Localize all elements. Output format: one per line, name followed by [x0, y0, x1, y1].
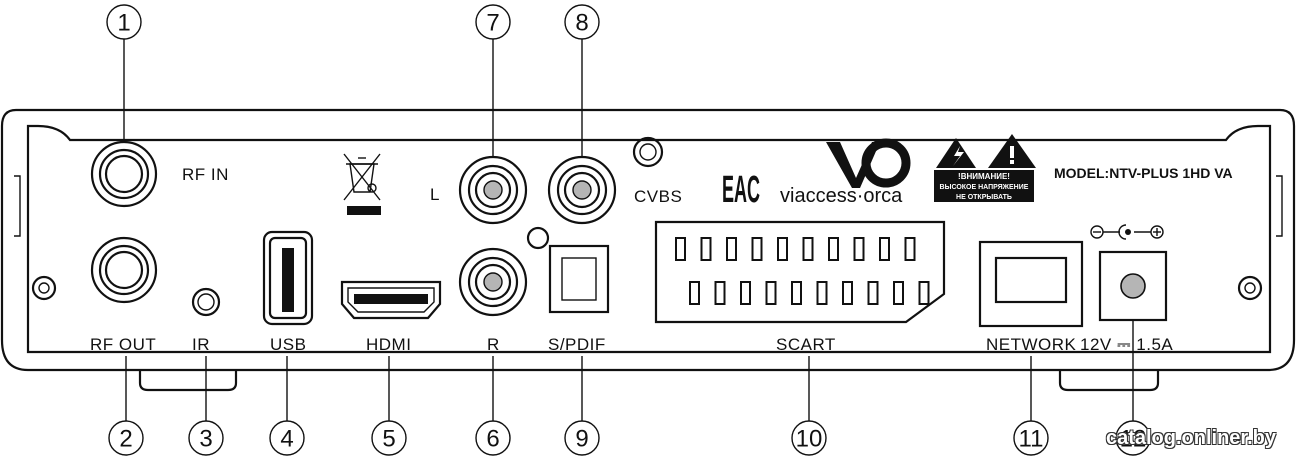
viaccess-orca-text: viaccess·orca: [780, 185, 903, 207]
svg-text:3: 3: [199, 426, 212, 453]
cvbs-jack: [547, 155, 617, 225]
svg-text:10: 10: [796, 426, 823, 453]
usb-port: [262, 230, 314, 326]
network-label: NETWORK: [986, 335, 1077, 354]
weee-bin-icon: [343, 153, 381, 215]
model-label: MODEL:NTV-PLUS 1HD VA: [1054, 165, 1233, 181]
hdmi-label: HDMI: [366, 335, 411, 354]
scart-pin: [828, 237, 839, 261]
callout-1: 1: [106, 4, 142, 142]
svg-text:12: 12: [1120, 426, 1147, 453]
scart-pin: [765, 281, 777, 305]
scart-pin: [802, 237, 814, 261]
svg-text:8: 8: [575, 10, 588, 37]
callout-12: 12: [1115, 320, 1151, 456]
scart-pin: [740, 281, 751, 305]
callout-9: 9: [564, 356, 600, 456]
rf-in-label: RF IN: [182, 165, 229, 184]
callout-8: 8: [564, 4, 600, 157]
scart-pin: [893, 281, 904, 305]
callout-7: 7: [475, 4, 511, 157]
warning-line1: !ВНИМАНИЕ!: [958, 172, 1010, 181]
svg-text:6: 6: [486, 426, 499, 453]
scart-pin: [689, 281, 700, 305]
rf-out-connector: [90, 236, 158, 304]
network-port: [978, 240, 1084, 328]
rf-in-connector: [90, 140, 158, 208]
callout-3: 3: [188, 356, 224, 456]
svg-text:7: 7: [486, 10, 499, 37]
callouts: 1 7 8 2 3 4 5: [106, 4, 1151, 456]
audio-l-label: L: [430, 185, 440, 204]
power-label: 12V ⎓ 1.5A: [1080, 335, 1173, 354]
scart-pin: [918, 281, 930, 305]
callout-5: 5: [371, 356, 407, 456]
scart-pin: [726, 237, 737, 261]
callout-4: 4: [269, 356, 305, 456]
scart-pins-bottom: [689, 281, 930, 305]
warning-line2: ВЫСОКОЕ НАПРЯЖЕНИЕ: [940, 184, 1029, 191]
rf-out-label: RF OUT: [90, 335, 156, 354]
svg-text:2: 2: [119, 426, 132, 453]
panel-button: [632, 136, 664, 168]
spdif-port: [548, 244, 610, 314]
scart-pin: [714, 281, 726, 305]
led-hole: [526, 226, 550, 250]
scart-pin: [791, 281, 802, 305]
ir-port: [191, 287, 221, 317]
cvbs-label: CVBS: [634, 187, 682, 206]
usb-label: USB: [270, 335, 306, 354]
audio-r-jack: [458, 247, 528, 317]
svg-text:5: 5: [382, 426, 395, 453]
hdmi-port: [340, 280, 442, 320]
warning-line3: НЕ ОТКРЫВАТЬ: [956, 194, 1012, 201]
scart-port: [654, 220, 946, 324]
scart-pin: [904, 237, 916, 261]
callout-6: 6: [475, 356, 511, 456]
scart-pin: [777, 237, 788, 261]
scart-pin: [853, 237, 865, 261]
scart-pin: [842, 281, 853, 305]
scart-label: SCART: [776, 335, 836, 354]
watermark: catalog.onliner.by: [1105, 427, 1276, 449]
audio-r-label: R: [487, 335, 500, 354]
callout-2: 2: [108, 356, 144, 456]
chassis: [0, 108, 1296, 392]
viaccess-orca-logo: viaccess·orca: [780, 138, 911, 207]
high-voltage-warning: !ВНИМАНИЕ! ВЫСОКОЕ НАПРЯЖЕНИЕ НЕ ОТКРЫВА…: [934, 134, 1036, 202]
scart-pins-top: [675, 237, 916, 261]
callout-11: 11: [1013, 356, 1049, 456]
power-jack: [1098, 250, 1168, 322]
scart-pin: [867, 281, 879, 305]
callout-10: 10: [791, 356, 827, 456]
spdif-label: S/PDIF: [548, 335, 606, 354]
scart-pin: [700, 237, 712, 261]
eac-logo: EAC: [722, 169, 760, 211]
svg-text:9: 9: [575, 426, 588, 453]
scart-pin: [879, 237, 890, 261]
polarity-icon: [1090, 224, 1164, 240]
lightning-icon: [953, 146, 964, 166]
svg-text:4: 4: [280, 426, 293, 453]
scart-pin: [751, 237, 763, 261]
ir-label: IR: [192, 335, 210, 354]
scart-pin: [816, 281, 828, 305]
svg-text:11: 11: [1019, 426, 1044, 453]
exclamation-icon: [1010, 146, 1014, 158]
scart-pin: [675, 237, 686, 261]
svg-text:1: 1: [117, 10, 130, 37]
audio-l-jack: [458, 155, 528, 225]
